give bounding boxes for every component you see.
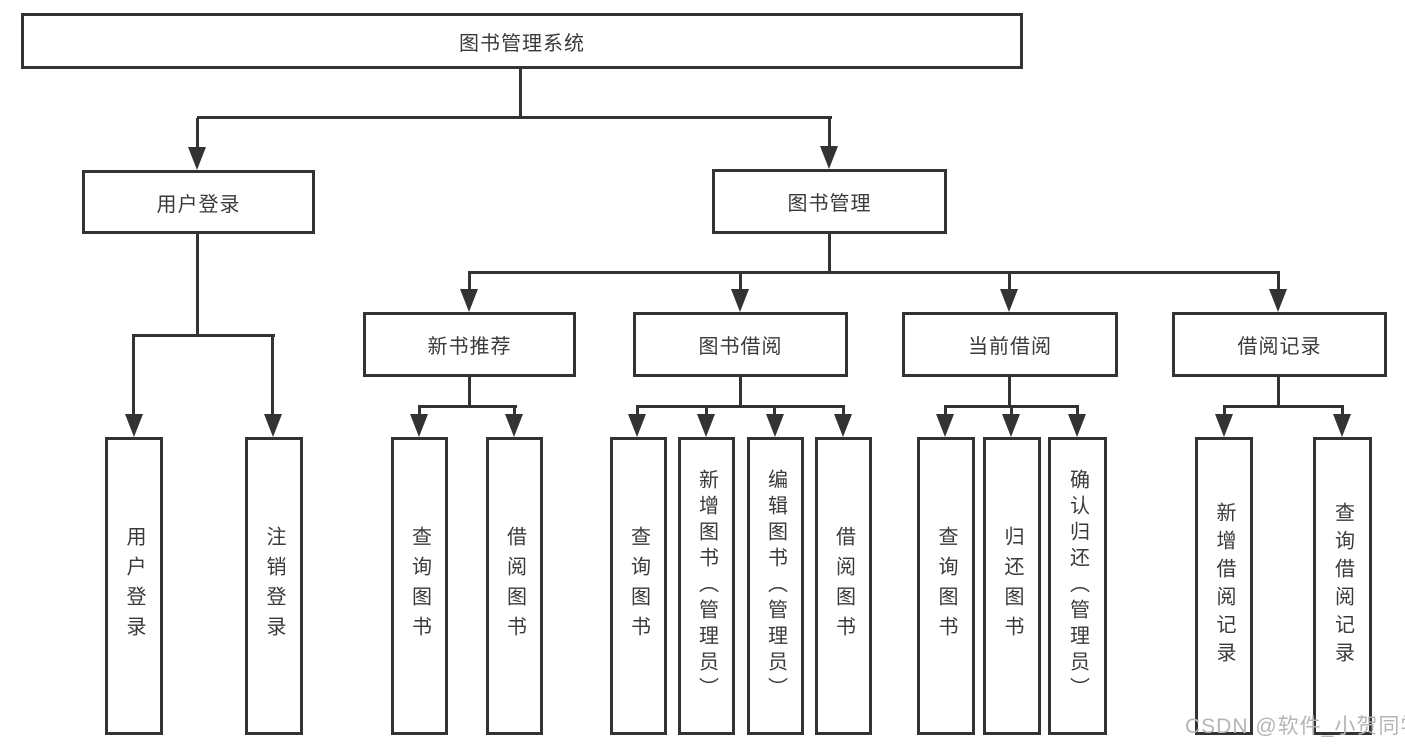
leaf-user-login: 用户登录: [105, 437, 163, 735]
connector-line: [828, 118, 831, 150]
leaf-add-book-admin-label: 新增图书（管理员）: [695, 469, 718, 703]
connector-line: [944, 405, 947, 419]
connector-line: [828, 234, 831, 274]
arrow-down-icon: [505, 414, 523, 437]
leaf-borrow-book-borrowing: 借阅图书: [815, 437, 872, 735]
leaf-logout-label: 注销登录: [263, 526, 285, 646]
arrow-down-icon: [125, 414, 143, 437]
leaf-confirm-return-admin: 确认归还（管理员）: [1048, 437, 1107, 735]
arrow-down-icon: [936, 414, 954, 437]
connector-line: [418, 405, 421, 419]
connector-line: [705, 405, 708, 419]
connector-line: [133, 334, 275, 337]
leaf-return-book: 归还图书: [983, 437, 1041, 735]
leaf-borrow-book-recommend-label: 借阅图书: [503, 526, 526, 646]
node-current-borrowing: 当前借阅: [902, 312, 1118, 377]
connector-line: [1277, 271, 1280, 296]
node-new-book-recommend: 新书推荐: [363, 312, 576, 377]
node-book-management: 图书管理: [712, 169, 947, 234]
node-book-borrowing-label: 图书借阅: [698, 336, 783, 358]
connector-line: [468, 271, 1280, 274]
connector-line: [468, 377, 471, 408]
arrow-down-icon: [264, 414, 282, 437]
node-user-login-group: 用户登录: [82, 170, 315, 234]
leaf-add-borrow-record-label: 新增借阅记录: [1213, 502, 1235, 670]
connector-line: [636, 405, 639, 419]
connector-line: [1223, 405, 1226, 419]
leaf-query-book-borrowing: 查询图书: [610, 437, 667, 735]
connector-line: [1008, 271, 1011, 296]
node-book-management-label: 图书管理: [787, 193, 872, 215]
arrow-down-icon: [820, 146, 838, 169]
node-root-label: 图书管理系统: [459, 32, 585, 55]
arrow-down-icon: [1215, 414, 1233, 437]
connector-line: [1010, 405, 1013, 419]
node-root: 图书管理系统: [21, 13, 1023, 69]
leaf-query-book-borrowing-label: 查询图书: [627, 526, 650, 646]
leaf-query-borrow-record-label: 查询借阅记录: [1331, 502, 1354, 670]
arrow-down-icon: [1269, 289, 1287, 312]
leaf-query-book-current: 查询图书: [917, 437, 975, 735]
arrow-down-icon: [410, 414, 428, 437]
arrow-down-icon: [1000, 289, 1018, 312]
leaf-return-book-label: 归还图书: [1001, 526, 1023, 646]
leaf-add-borrow-record: 新增借阅记录: [1195, 437, 1253, 735]
connector-line: [1008, 377, 1011, 408]
connector-line: [636, 405, 845, 408]
arrow-down-icon: [834, 414, 852, 437]
arrow-down-icon: [1068, 414, 1086, 437]
connector-line: [271, 334, 274, 418]
connector-line: [196, 118, 199, 150]
connector-line: [1076, 405, 1079, 419]
arrow-down-icon: [731, 289, 749, 312]
connector-line: [1341, 405, 1344, 419]
node-book-borrowing: 图书借阅: [633, 312, 848, 377]
leaf-user-login-label: 用户登录: [123, 526, 145, 646]
leaf-add-book-admin: 新增图书（管理员）: [678, 437, 735, 735]
connector-line: [513, 405, 516, 419]
node-current-borrowing-label: 当前借阅: [968, 336, 1052, 358]
leaf-confirm-return-admin-label: 确认归还（管理员）: [1066, 469, 1089, 703]
leaf-query-borrow-record: 查询借阅记录: [1313, 437, 1372, 735]
connector-line: [132, 334, 135, 418]
leaf-query-book-current-label: 查询图书: [935, 526, 957, 646]
leaf-query-book-recommend-label: 查询图书: [408, 526, 431, 646]
leaf-borrow-book-borrowing-label: 借阅图书: [832, 526, 855, 646]
connector-line: [739, 377, 742, 408]
arrow-down-icon: [188, 147, 206, 170]
leaf-edit-book-admin-label: 编辑图书（管理员）: [764, 469, 787, 703]
connector-line: [519, 68, 522, 119]
connector-line: [468, 271, 471, 296]
node-user-login-group-label: 用户登录: [156, 193, 241, 216]
connector-line: [842, 405, 845, 419]
connector-line: [197, 116, 832, 119]
connector-line: [1277, 377, 1280, 408]
arrow-down-icon: [766, 414, 784, 437]
node-borrowing-records: 借阅记录: [1172, 312, 1387, 377]
arrow-down-icon: [460, 289, 478, 312]
leaf-query-book-recommend: 查询图书: [391, 437, 448, 735]
arrow-down-icon: [628, 414, 646, 437]
arrow-down-icon: [1333, 414, 1351, 437]
connector-line: [773, 405, 776, 419]
arrow-down-icon: [697, 414, 715, 437]
node-new-book-recommend-label: 新书推荐: [427, 336, 512, 358]
leaf-borrow-book-recommend: 借阅图书: [486, 437, 543, 735]
leaf-edit-book-admin: 编辑图书（管理员）: [747, 437, 804, 735]
connector-line: [418, 405, 517, 408]
connector-line: [196, 234, 199, 337]
connector-line: [739, 271, 742, 296]
arrow-down-icon: [1002, 414, 1020, 437]
node-borrowing-records-label: 借阅记录: [1237, 336, 1322, 358]
connector-line: [1223, 405, 1344, 408]
csdn-watermark: CSDN @软件_小贺同学: [1185, 715, 1405, 738]
leaf-logout: 注销登录: [245, 437, 303, 735]
